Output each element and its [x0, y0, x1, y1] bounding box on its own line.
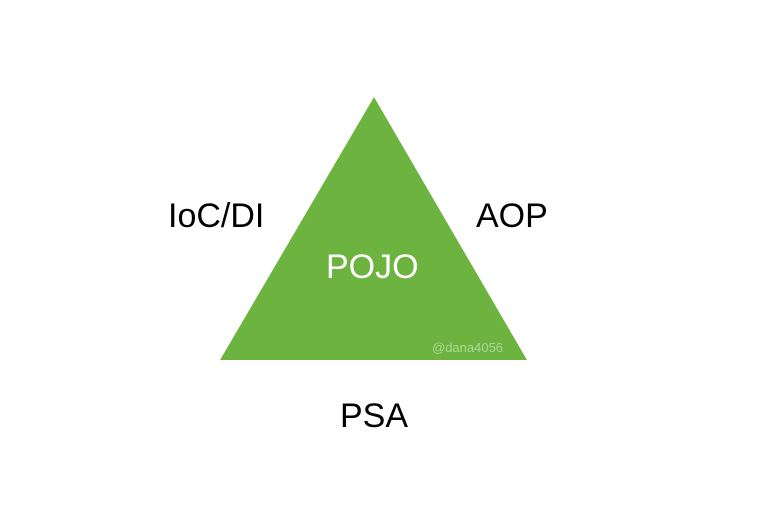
triangle-shape — [220, 97, 527, 360]
ioc-di-label: IoC/DI — [168, 197, 265, 235]
aop-label: AOP — [476, 197, 548, 235]
psa-label: PSA — [340, 397, 409, 435]
watermark-text: @dana4056 — [432, 340, 504, 355]
pojo-label: POJO — [326, 248, 419, 286]
